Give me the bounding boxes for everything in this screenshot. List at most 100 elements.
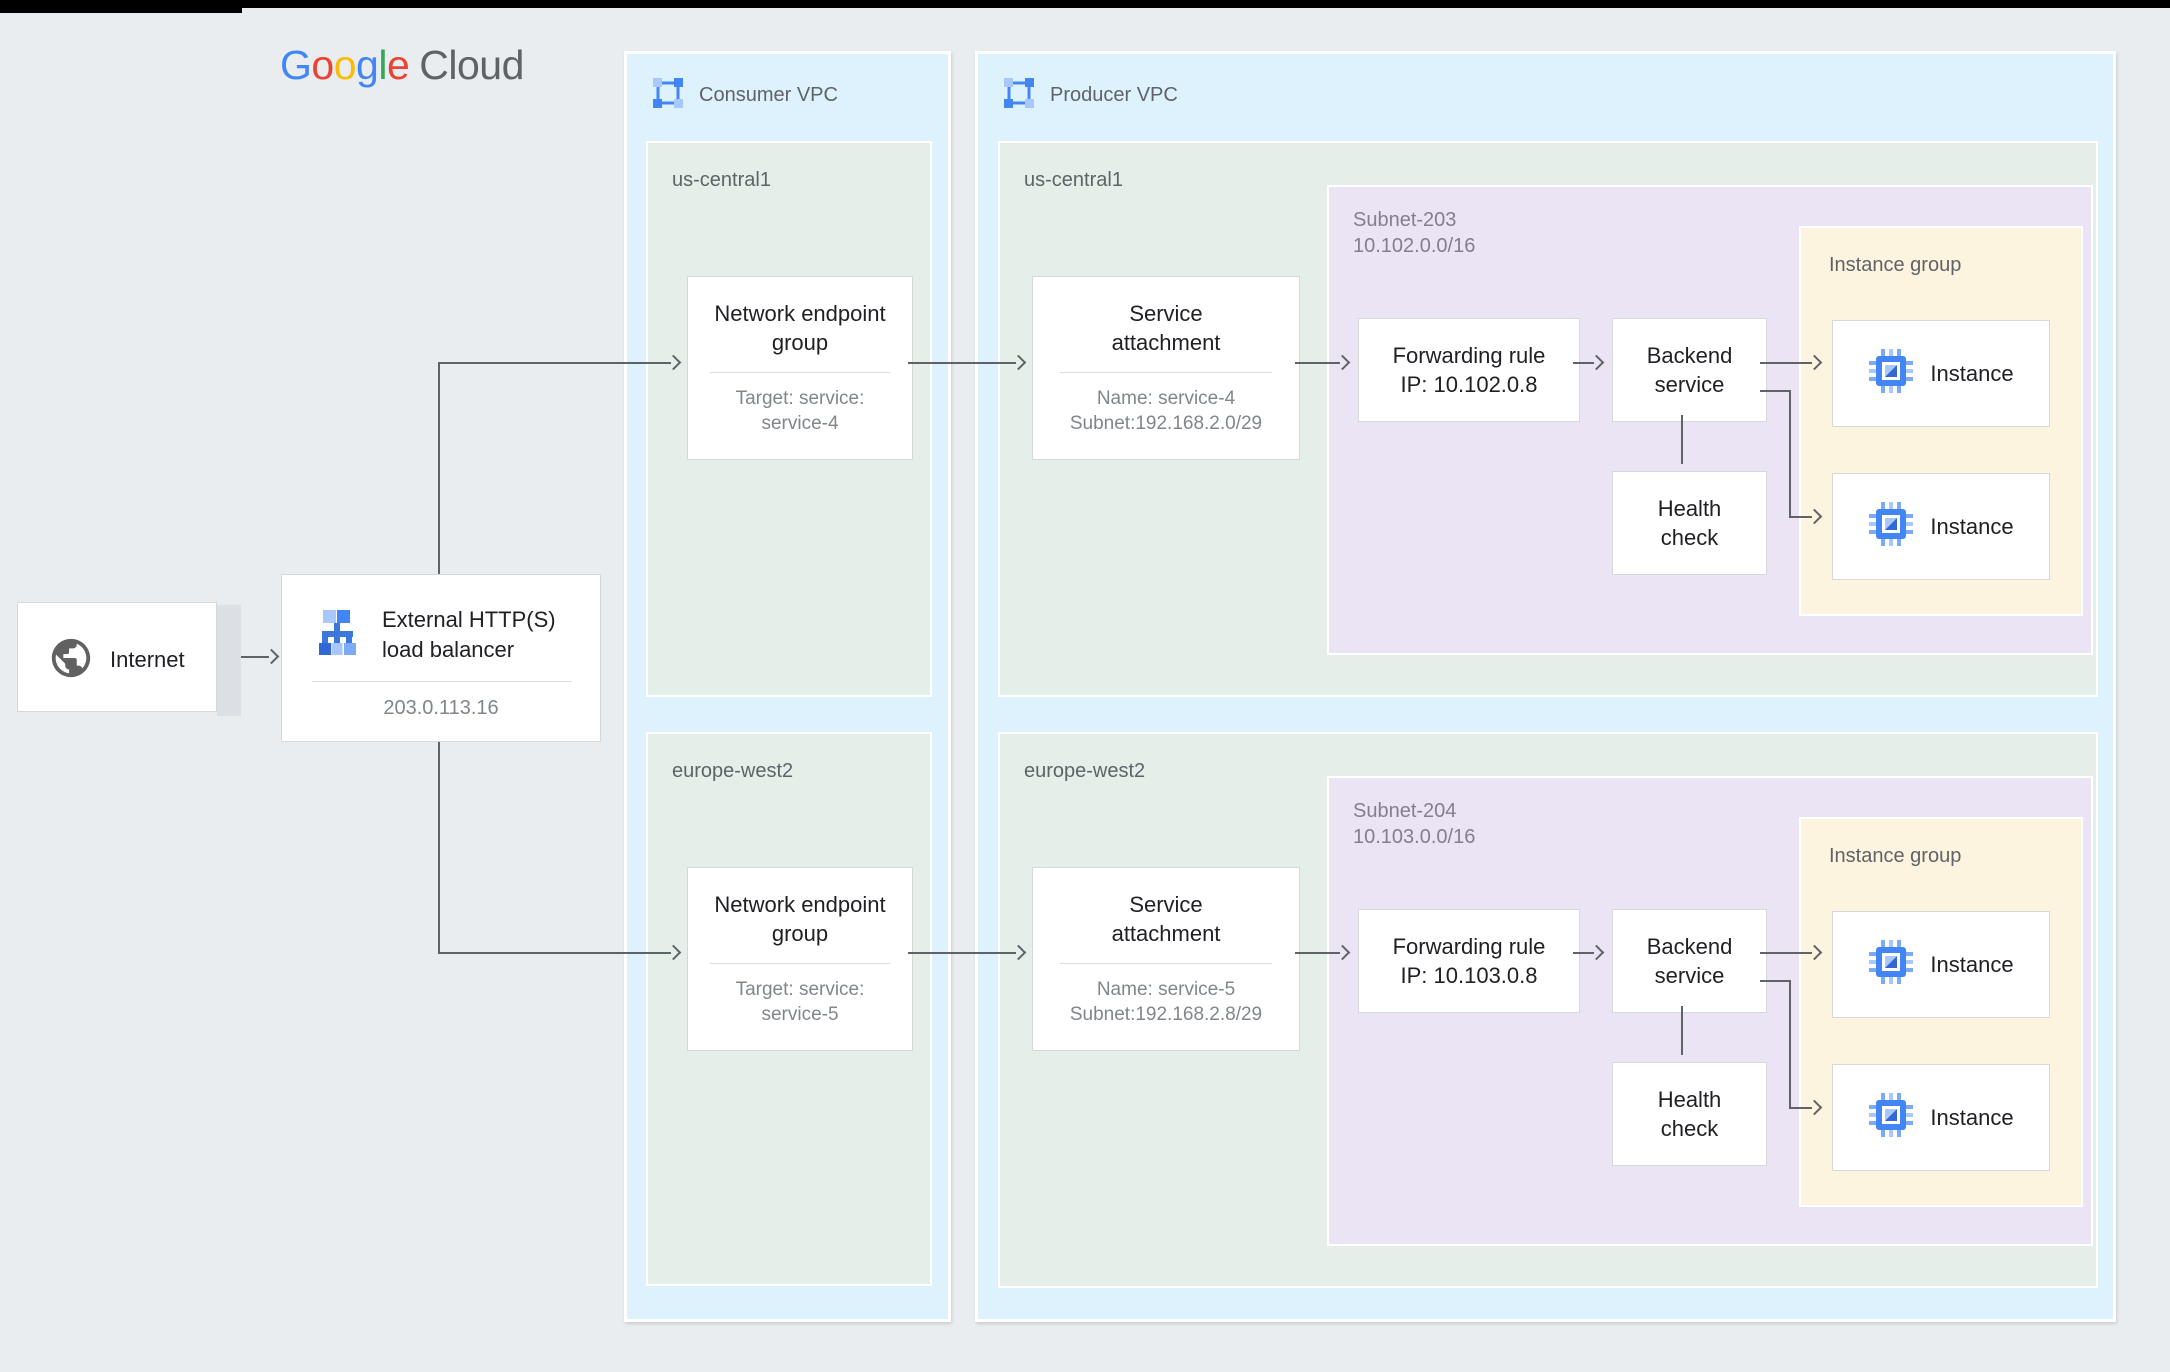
region-label: us-central1 xyxy=(672,169,771,191)
sa-subnet-line: Subnet:192.168.2.8/29 xyxy=(1069,1004,1263,1026)
instance-group-label: Instance group xyxy=(1829,845,1962,867)
logo-letter: o xyxy=(333,42,357,88)
connector-bs1-to-hc1 xyxy=(1681,415,1683,464)
sa-subnet-line: Subnet:192.168.2.0/29 xyxy=(1069,413,1263,435)
backend-service-node-2: Backend service xyxy=(1612,909,1767,1013)
node-divider xyxy=(1059,372,1273,374)
neg-target-line2: service-5 xyxy=(761,1004,839,1026)
neg-target-line1: Target: service: xyxy=(735,979,865,1001)
node-divider xyxy=(1059,963,1273,965)
connector-lb-to-neg-2 xyxy=(438,952,671,954)
connector-bs2-elbow-h2 xyxy=(1789,1107,1812,1109)
service-attachment-node-2: Service attachment Name: service-5 Subne… xyxy=(1032,867,1300,1051)
logo-letter: G xyxy=(280,42,312,88)
node-title: Service attachment xyxy=(1111,892,1221,947)
logo-letter: o xyxy=(311,42,334,88)
consumer-vpc-container: Consumer VPC us-central1 Network endpoin… xyxy=(624,51,951,1322)
screenshot-artifact-bar xyxy=(0,0,2170,8)
instance-node: Instance xyxy=(1832,320,2050,427)
arrowhead xyxy=(263,648,280,665)
connector-internet-to-lb xyxy=(241,656,269,658)
logo-letter: g xyxy=(356,42,379,88)
network-endpoint-group-node-2: Network endpoint group Target: service: … xyxy=(687,867,913,1051)
fr-ip: IP: 10.103.0.8 xyxy=(1400,963,1538,988)
compute-engine-chip-icon xyxy=(1868,348,1914,399)
connector-bs2-to-hc2 xyxy=(1681,1006,1683,1055)
region-label: europe-west2 xyxy=(1024,760,1146,782)
subnet-name: Subnet-204 xyxy=(1353,800,1457,822)
node-title: Network endpoint group xyxy=(714,301,886,356)
vpc-network-icon xyxy=(1004,78,1034,113)
connector-fr2-to-bs2 xyxy=(1573,952,1594,954)
forwarding-rule-node-2: Forwarding rule IP: 10.103.0.8 xyxy=(1358,909,1580,1013)
connector-bs1-elbow-h1 xyxy=(1760,390,1791,392)
compute-engine-chip-icon xyxy=(1868,501,1914,552)
connector-sa2-to-fr2 xyxy=(1295,952,1340,954)
subnet-204-panel: Subnet-204 10.103.0.0/16 Forwarding rule… xyxy=(1327,776,2093,1246)
neg-target-line1: Target: service: xyxy=(735,388,865,410)
producer-vpc-label: Producer VPC xyxy=(1050,84,1178,106)
logo-suffix: Cloud xyxy=(419,42,524,88)
node-title: Health check xyxy=(1657,495,1722,550)
sa-name-line: Name: service-5 xyxy=(1096,979,1236,1001)
load-balancer-node: External HTTP(S) load balancer 203.0.113… xyxy=(281,574,601,742)
subnet-name: Subnet-203 xyxy=(1353,209,1457,231)
instance-label: Instance xyxy=(1930,360,2014,386)
consumer-region-us-central1: us-central1 Network endpoint group Targe… xyxy=(646,141,932,697)
region-label: us-central1 xyxy=(1024,169,1123,191)
connector-sa1-to-fr1 xyxy=(1295,362,1340,364)
node-title: Health check xyxy=(1657,1086,1722,1141)
consumer-vpc-header: Consumer VPC xyxy=(653,78,838,113)
node-title: Network endpoint group xyxy=(714,892,886,947)
screenshot-artifact-bar-left xyxy=(0,0,242,13)
instance-node: Instance xyxy=(1832,911,2050,1018)
compute-engine-chip-icon xyxy=(1868,1092,1914,1143)
logo-letter: l xyxy=(378,42,387,88)
neg-target-line2: service-4 xyxy=(761,413,839,435)
fr-title: Forwarding rule xyxy=(1392,342,1546,368)
instance-label: Instance xyxy=(1930,513,2014,539)
compute-engine-chip-icon xyxy=(1868,939,1914,990)
node-title: Backend service xyxy=(1646,342,1733,397)
backend-service-node-1: Backend service xyxy=(1612,318,1767,422)
connector-bs2-to-instance3 xyxy=(1760,952,1812,954)
node-title: Service attachment xyxy=(1111,301,1221,356)
fr-ip: IP: 10.102.0.8 xyxy=(1400,372,1538,397)
connector-bs1-elbow-v xyxy=(1789,390,1791,518)
instance-node: Instance xyxy=(1832,473,2050,580)
fr-title: Forwarding rule xyxy=(1392,933,1546,959)
subnet-label: Subnet-203 10.102.0.0/16 xyxy=(1353,207,1475,259)
instance-label: Instance xyxy=(1930,951,2014,977)
connector-fr1-to-bs1 xyxy=(1573,362,1594,364)
region-label: europe-west2 xyxy=(672,760,794,782)
instance-group-label: Instance group xyxy=(1829,254,1962,276)
instance-node: Instance xyxy=(1832,1064,2050,1171)
node-divider xyxy=(710,963,890,965)
consumer-region-europe-west2: europe-west2 Network endpoint group Targ… xyxy=(646,732,932,1286)
connector-bs2-elbow-v xyxy=(1789,980,1791,1109)
node-divider xyxy=(312,681,572,682)
connector-bs1-elbow-h2 xyxy=(1789,516,1812,518)
health-check-node-1: Health check xyxy=(1612,471,1767,575)
globe-icon xyxy=(48,635,94,686)
forwarding-rule-node-1: Forwarding rule IP: 10.102.0.8 xyxy=(1358,318,1580,422)
connector-bs2-elbow-h1 xyxy=(1760,980,1791,982)
connector-neg1-to-sa1 xyxy=(908,362,1016,364)
sa-name-line: Name: service-4 xyxy=(1096,388,1236,410)
vpc-network-icon xyxy=(653,78,683,113)
health-check-node-2: Health check xyxy=(1612,1062,1767,1166)
subnet-203-panel: Subnet-203 10.102.0.0/16 Forwarding rule… xyxy=(1327,185,2093,655)
connector-lb-to-neg-1 xyxy=(438,362,671,364)
node-title: Backend service xyxy=(1646,933,1733,988)
node-divider xyxy=(710,372,890,374)
internet-label: Internet xyxy=(110,647,185,672)
instance-group-panel-2: Instance group xyxy=(1799,817,2083,1207)
producer-region-europe-west2: europe-west2 Service attachment Name: se… xyxy=(998,732,2098,1288)
subnet-label: Subnet-204 10.103.0.0/16 xyxy=(1353,798,1475,850)
network-endpoint-group-node-1: Network endpoint group Target: service: … xyxy=(687,276,913,460)
producer-region-us-central1: us-central1 Service attachment Name: ser… xyxy=(998,141,2098,697)
connector-lb-up xyxy=(438,363,440,574)
internet-node: Internet xyxy=(17,602,217,712)
